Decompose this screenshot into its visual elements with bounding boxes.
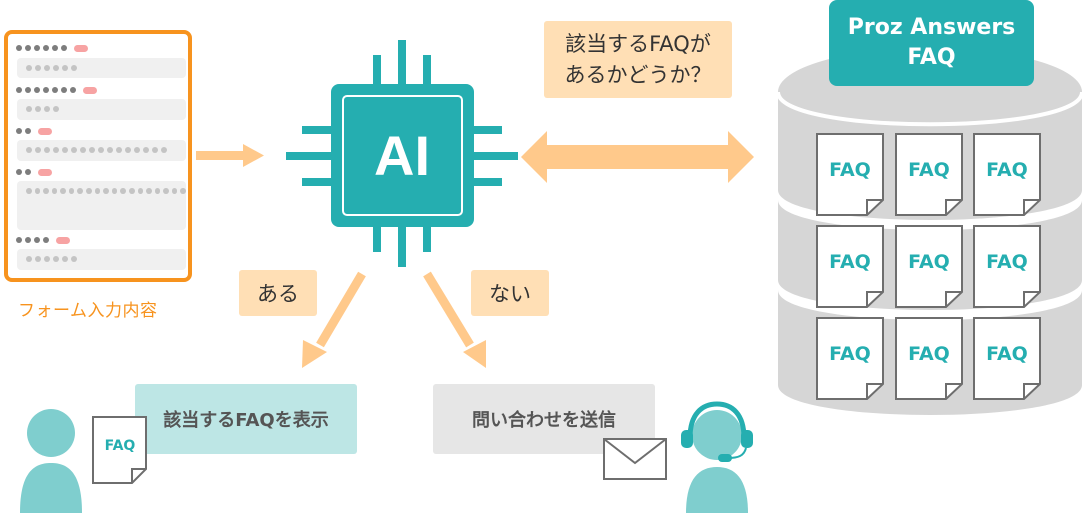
required-badge: [74, 44, 88, 52]
form-field-input: [17, 99, 186, 120]
arrow-ai-to-yes: [302, 271, 366, 368]
form-field-label: [16, 168, 52, 176]
form-field-label: [16, 236, 70, 244]
required-badge: [38, 127, 52, 135]
form-field-label: [16, 86, 97, 94]
faq-document: FAQ: [973, 225, 1041, 308]
faq-document: FAQ: [973, 133, 1041, 216]
form-field-label: [16, 44, 88, 52]
ai-label: AI: [374, 124, 430, 187]
headset-operator-icon: [681, 401, 753, 513]
arrow-ai-db-bidirectional: [521, 131, 754, 183]
query-tag-line1: 該当するFAQが: [565, 31, 711, 56]
arrow-form-to-ai: [196, 144, 264, 167]
form-caption: フォーム入力内容: [18, 301, 158, 321]
branch-yes-tag: ある: [239, 270, 317, 316]
person-icon: [20, 409, 82, 513]
branch-no-tag: ない: [471, 270, 549, 316]
form-field-input: [17, 58, 186, 78]
user-doc-label: FAQ: [104, 438, 136, 454]
database-title: Proz Answers FAQ: [829, 0, 1034, 86]
database-title-line2: FAQ: [907, 45, 956, 70]
required-badge: [38, 168, 52, 176]
show-faq-result: 該当するFAQを表示: [135, 384, 357, 454]
document-icon: FAQ: [92, 416, 148, 484]
query-tag-line2: あるかどうか？: [564, 62, 712, 87]
faq-document: FAQ: [895, 317, 963, 400]
cpu-chip-icon: AI: [286, 40, 518, 267]
form-card: [4, 30, 192, 282]
faq-document: FAQ: [816, 317, 884, 400]
faq-document: FAQ: [895, 225, 963, 308]
form-field-input: [17, 249, 186, 270]
faq-document: FAQ: [816, 225, 884, 308]
form-field-input: [17, 140, 186, 161]
required-badge: [83, 86, 97, 94]
envelope-icon: [603, 438, 667, 480]
faq-document: FAQ: [973, 317, 1041, 400]
arrow-ai-to-no: [423, 271, 486, 368]
form-field-label: [16, 127, 52, 135]
faq-document: FAQ: [895, 133, 963, 216]
faq-document-grid: FAQ FAQ FAQ FAQ FAQ FAQ FAQ FAQ FAQ: [816, 133, 1046, 400]
form-textarea: [17, 181, 186, 230]
query-tag: 該当するFAQが あるかどうか？: [544, 21, 732, 98]
database-title-line1: Proz Answers: [847, 15, 1016, 40]
required-badge: [56, 236, 70, 244]
faq-document: FAQ: [816, 133, 884, 216]
